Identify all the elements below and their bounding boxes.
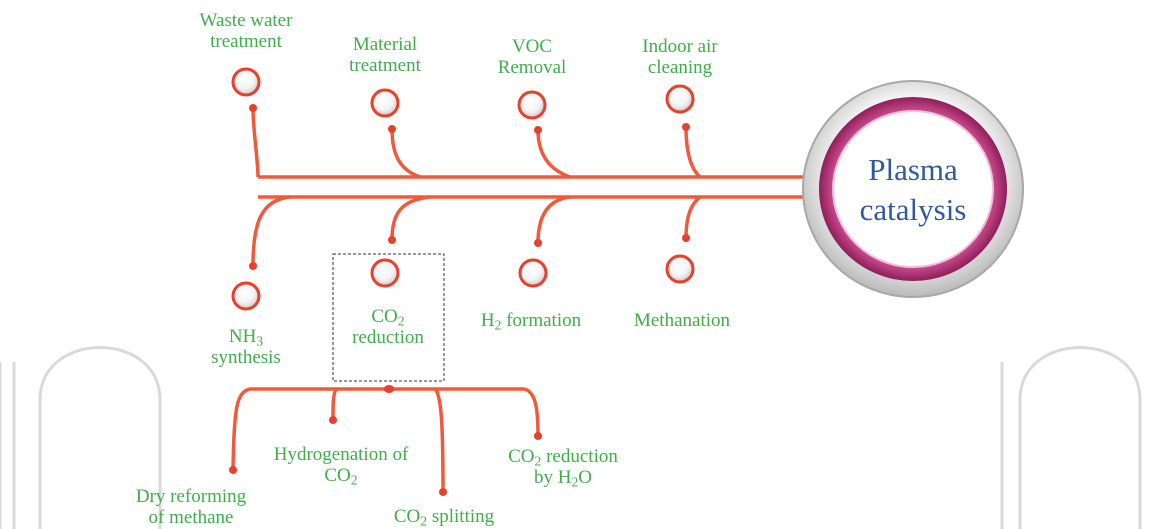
subtree-dot-dry-reforming — [229, 466, 237, 474]
label-nh3-pre: NH — [228, 326, 257, 347]
branch-dot-co2-reduction — [388, 236, 396, 244]
bottom-branch-dots — [249, 234, 690, 270]
label-hydrogenation-sub: 2 — [350, 472, 358, 488]
bottom-branch-lines — [251, 195, 702, 267]
label-co2-reduction-sub: 2 — [397, 313, 405, 329]
label-by-h2o-post: reduction — [541, 446, 618, 467]
co2-reduction-highlight-box — [332, 253, 445, 382]
label-hydrogenation: Hydrogenation of CO2 — [256, 444, 426, 488]
label-co2-reduction-pre: CO — [371, 306, 398, 327]
branch-dot-voc — [534, 126, 542, 134]
label-voc: VOC Removal — [482, 36, 582, 78]
label-methanation-text: Methanation — [633, 310, 731, 331]
label-dry-reforming: Dry reforming of methane — [126, 486, 256, 528]
label-co2-reduction-line2: reduction — [352, 327, 424, 348]
subtree-dot-by-h2o — [534, 432, 542, 440]
label-splitting-post: splitting — [427, 506, 495, 527]
subtree-dot-hydrogenation — [329, 416, 337, 424]
hub — [802, 80, 1024, 298]
subtree-splitting — [433, 387, 445, 493]
subtree-by-h2o — [524, 387, 540, 437]
label-by-h2o-pre: CO — [508, 446, 535, 467]
label-by-h2o-line2-post: O — [578, 467, 593, 488]
label-splitting: CO2 splitting — [376, 506, 512, 529]
label-hydrogenation-line2: CO2 — [256, 465, 426, 488]
subtree-left — [231, 387, 251, 471]
label-indoor-air: Indoor air cleaning — [620, 36, 740, 78]
label-nh3: NH3 synthesis — [196, 326, 296, 368]
hub-label-line2: catalysis — [859, 192, 967, 227]
watermark — [0, 346, 1142, 529]
node-material — [370, 88, 400, 118]
label-waste-water-line2: treatment — [210, 31, 282, 52]
branch-line-voc — [536, 129, 571, 179]
branch-line-material — [390, 128, 421, 179]
node-indoor-air — [665, 84, 695, 114]
node-waste-water — [231, 67, 261, 97]
label-h2-sub: 2 — [494, 317, 502, 333]
label-voc-line2: Removal — [497, 57, 567, 78]
label-by-h2o-sub: 2 — [534, 453, 542, 469]
label-methanation: Methanation — [620, 310, 744, 331]
label-co2-reduction-line1: CO2 — [338, 306, 438, 329]
top-branch-lines — [251, 107, 702, 179]
label-nh3-line1: NH3 — [196, 326, 296, 349]
co2-subtree-dots — [229, 385, 542, 496]
label-material-line1: Material — [352, 34, 418, 55]
top-branch-dots — [249, 104, 690, 134]
label-splitting-pre: CO — [393, 506, 421, 527]
branch-line-methanation — [684, 195, 702, 239]
branch-dot-h2 — [534, 239, 542, 247]
subtree-root-dot — [384, 385, 394, 393]
branch-dot-material — [388, 125, 396, 133]
node-voc — [517, 90, 547, 120]
label-dry-reforming-line1: Dry reforming — [135, 486, 247, 507]
label-indoor-air-line1: Indoor air — [642, 36, 718, 57]
label-splitting-sub: 2 — [420, 513, 428, 529]
node-methanation — [665, 254, 695, 284]
label-material: Material treatment — [325, 34, 445, 76]
label-hydrogenation-line1: Hydrogenation of — [273, 444, 409, 465]
node-h2 — [518, 258, 548, 288]
label-h2-formation: H2 formation — [466, 310, 596, 333]
branch-dot-waste-water — [249, 104, 257, 112]
branch-line-h2 — [536, 195, 571, 244]
label-by-h2o-line2: by H2O — [488, 467, 638, 490]
label-indoor-air-line2: cleaning — [647, 57, 713, 78]
label-co2-reduction: CO2 reduction — [338, 306, 438, 348]
label-by-h2o-line1: CO2 reduction — [488, 446, 638, 469]
label-nh3-line2: synthesis — [211, 347, 281, 368]
label-nh3-sub: 3 — [256, 333, 264, 349]
branch-dot-indoor-air — [682, 123, 690, 131]
label-dry-reforming-line2: of methane — [148, 507, 234, 528]
label-material-line2: treatment — [349, 55, 421, 76]
hub-label: Plasma catalysis — [833, 150, 993, 230]
branch-dot-methanation — [682, 234, 690, 242]
label-hydrogenation-pre: CO — [324, 465, 351, 486]
branch-dot-nh3 — [249, 262, 257, 270]
node-nh3 — [231, 281, 261, 311]
subtree-dot-splitting — [439, 488, 447, 496]
label-waste-water-line1: Waste water — [199, 10, 293, 31]
label-voc-line1: VOC — [511, 36, 553, 57]
branch-nodes — [231, 67, 695, 311]
label-by-h2o: CO2 reduction by H2O — [488, 446, 638, 490]
label-h2-pre: H — [480, 310, 495, 331]
label-waste-water: Waste water treatment — [176, 10, 316, 52]
label-by-h2o-line2-sub: 2 — [571, 474, 579, 490]
label-by-h2o-line2-pre: by H — [533, 467, 572, 488]
node-co2-reduction — [370, 258, 400, 288]
branch-line-nh3 — [251, 195, 291, 267]
branch-line-waste-water — [251, 107, 260, 178]
hub-label-line1: Plasma — [868, 152, 958, 187]
subtree-hydrogenation — [331, 388, 338, 421]
label-h2-post: formation — [501, 310, 582, 331]
branch-line-co2-reduction — [390, 195, 431, 241]
branch-line-indoor-air — [684, 126, 702, 179]
